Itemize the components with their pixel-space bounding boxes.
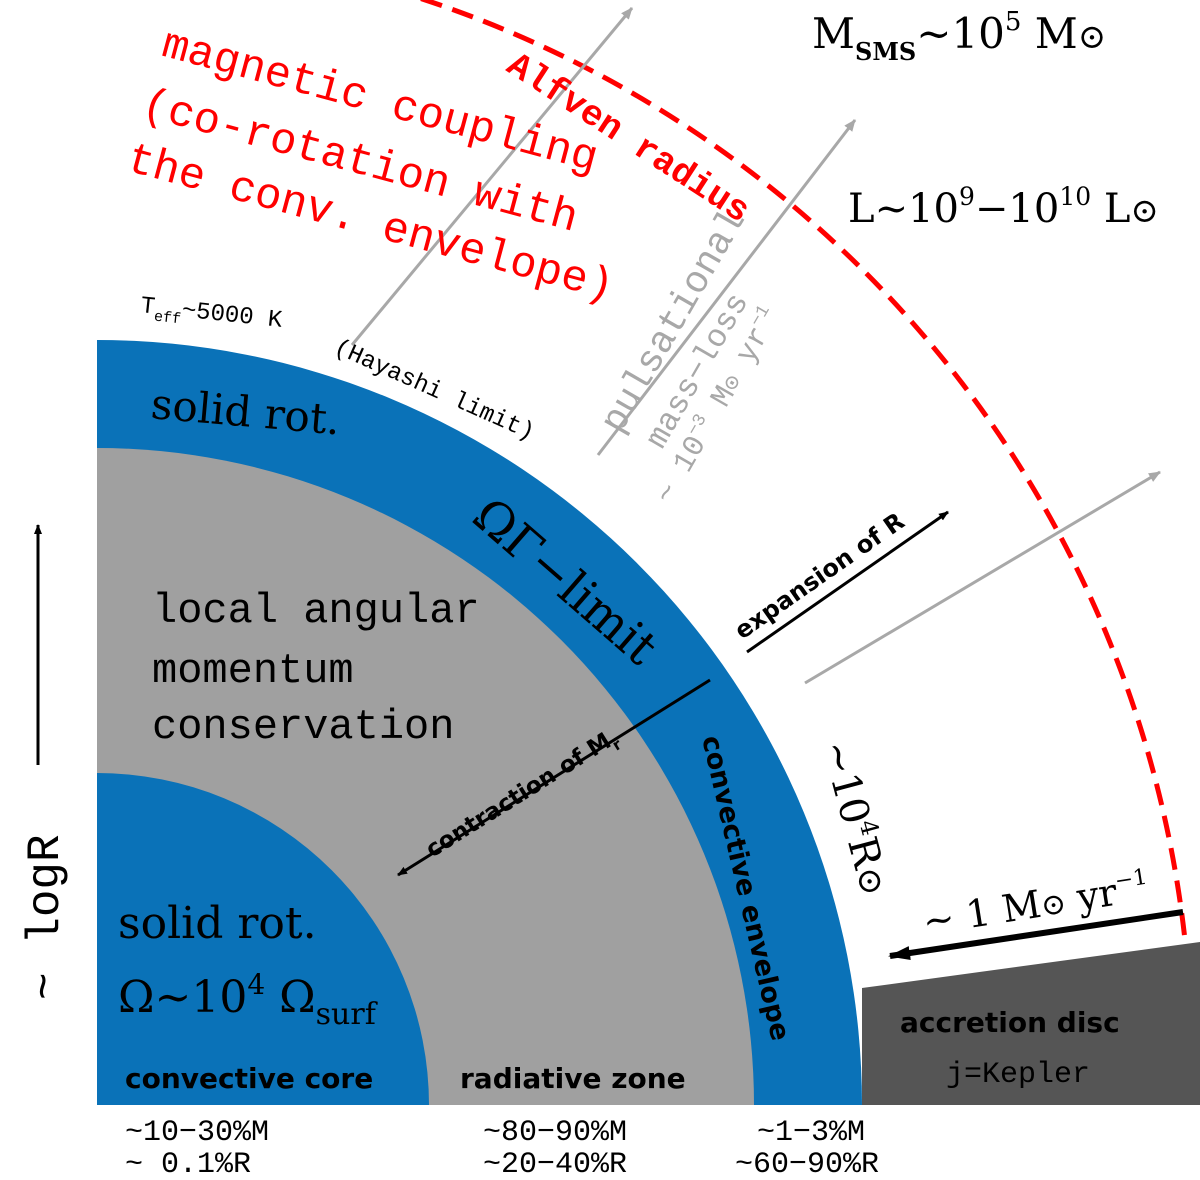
expansion-label: expansion of R <box>729 507 909 645</box>
local-angular-momentum-label: local angular momentum conservation <box>152 587 480 751</box>
svg-text:conservation: conservation <box>152 703 454 751</box>
core-radius-fraction: ~ 0.1%R <box>125 1148 251 1180</box>
kepler-label: j=Kepler <box>946 1058 1090 1092</box>
core-mass-fraction: ~10−30%M <box>125 1116 269 1150</box>
accretion-disc-shape <box>862 942 1200 1105</box>
accretion-disc-label: accretion disc <box>900 1006 1120 1039</box>
mass-loss-arrow-middle <box>596 119 857 456</box>
alfven-radius-arc <box>417 0 1188 941</box>
luminosity-label: L~109−1010 L⊙ <box>848 182 1159 232</box>
accretion-arrow <box>888 909 1184 960</box>
envelope-radius-fraction: ~60−90%R <box>735 1148 879 1180</box>
core-omega-label: Ω~104 Ωsurf <box>118 968 378 1032</box>
convective-core-label: convective core <box>125 1062 373 1095</box>
radiative-mass-fraction: ~80−90%M <box>483 1116 627 1150</box>
axis-label: ~ logR <box>20 834 72 1000</box>
teff-label: Teff~5000 K <box>139 293 284 339</box>
svg-text:momentum: momentum <box>152 647 354 695</box>
stellar-mass-label: MSMS~105 M⊙ <box>812 7 1106 66</box>
envelope-radius-label: ~104R⊙ <box>812 735 899 900</box>
core-solid-rotation-label: solid rot. <box>118 898 317 949</box>
contraction-arrow <box>397 678 711 877</box>
radiative-radius-fraction: ~20−40%R <box>483 1148 627 1180</box>
mass-loss-arrow-upper <box>350 7 634 346</box>
expansion-arrow <box>746 510 949 654</box>
fraction-labels: ~10−30%M ~ 0.1%R ~80−90%M ~20−40%R ~1−3%… <box>125 1116 879 1180</box>
envelope-mass-fraction: ~1−3%M <box>757 1116 865 1150</box>
convective-core-region <box>97 773 429 1105</box>
radiative-zone-label: radiative zone <box>460 1062 686 1095</box>
svg-text:local angular: local angular <box>152 587 480 635</box>
mass-loss-arrow-lower <box>804 470 1161 685</box>
mass-loss-label: pulsational mass−loss ~ 10−3 M⊙ yr−1 <box>593 202 778 510</box>
